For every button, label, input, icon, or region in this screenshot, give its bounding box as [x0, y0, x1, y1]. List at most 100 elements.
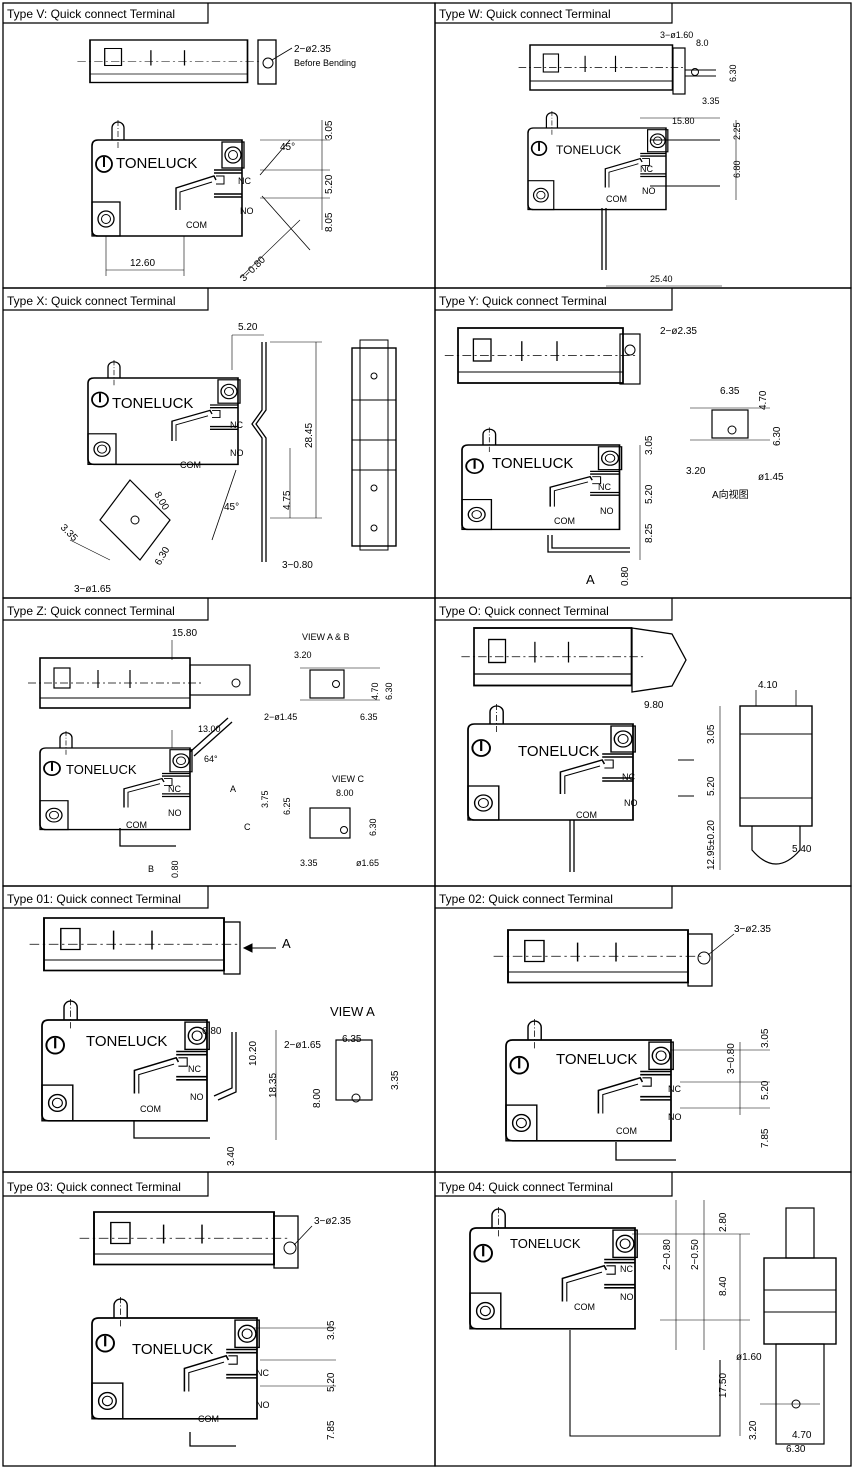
y-com: COM: [554, 516, 575, 526]
y-brand: TONELUCK: [492, 455, 573, 472]
panel-x-drawing: [69, 334, 397, 562]
y-view-label: A向视图: [712, 488, 749, 501]
03-dim-520: 5.20: [326, 1372, 337, 1392]
04-dim-320: 3.20: [748, 1420, 759, 1440]
01-dim-335: 3.35: [390, 1070, 401, 1090]
o-dim-305: 3.05: [706, 724, 717, 744]
v-no: NO: [240, 206, 254, 216]
04-dim-630: 6.30: [786, 1444, 806, 1455]
z-dim-800: 8.00: [336, 788, 354, 798]
panel-03-drawing: [78, 1211, 336, 1447]
panel-01-drawing: [28, 917, 373, 1140]
z-dim-080: 0.80: [170, 860, 180, 878]
z-dim-635: 6.35: [360, 712, 378, 722]
01-arrow-label: A: [282, 936, 291, 951]
x-com: COM: [180, 460, 201, 470]
panel-y-drawing: [443, 327, 770, 560]
04-dim-term1: 2−0.80: [662, 1239, 673, 1270]
panel-title-y: Type Y: Quick connect Terminal: [439, 294, 607, 308]
z-dim-375: 3.75: [260, 790, 270, 808]
z-view-c: VIEW C: [332, 774, 365, 784]
x-no: NO: [230, 448, 244, 458]
x-dim-475: 4.75: [282, 490, 293, 510]
z-nc: NC: [168, 784, 181, 794]
panel-02-drawing: [492, 929, 770, 1161]
y-no: NO: [600, 506, 614, 516]
y-nc: NC: [598, 482, 611, 492]
v-dim-520: 5.20: [324, 174, 335, 194]
01-brand: TONELUCK: [86, 1033, 167, 1050]
04-nc: NC: [620, 1264, 633, 1274]
w-dim-hole: 3−ø1.60: [660, 30, 693, 40]
03-no: NO: [256, 1400, 270, 1410]
03-dim-305: 3.05: [326, 1320, 337, 1340]
01-com: COM: [140, 1104, 161, 1114]
z-label-b: B: [148, 864, 154, 874]
01-view-label: VIEW A: [330, 1004, 375, 1019]
02-dim-785: 7.85: [760, 1128, 771, 1148]
03-dim-hole: 3−ø2.35: [314, 1216, 351, 1227]
01-dim-635: 6.35: [342, 1034, 362, 1045]
panel-title-04: Type 04: Quick connect Terminal: [439, 1180, 613, 1194]
o-dim-540: 5.40: [792, 844, 812, 855]
03-brand: TONELUCK: [132, 1341, 213, 1358]
01-no: NO: [190, 1092, 204, 1102]
04-dim-term2: 2−0.50: [690, 1239, 701, 1270]
z-dim-320: 3.20: [294, 650, 312, 660]
y-dim-635: 6.35: [720, 386, 740, 397]
v-com: COM: [186, 220, 207, 230]
panel-z-drawing: [27, 640, 380, 847]
w-nc: NC: [640, 164, 653, 174]
panel-title-03: Type 03: Quick connect Terminal: [7, 1180, 181, 1194]
x-dim-term: 3−0.80: [282, 560, 313, 571]
y-arrow-label: A: [586, 572, 595, 587]
w-dim-630: 6.30: [728, 64, 738, 82]
z-dim-1580: 15.80: [172, 628, 197, 639]
01-dim-hole: 2−ø1.65: [284, 1040, 321, 1051]
z-dim-1300: 13.00: [198, 724, 221, 734]
x-dim-800: 8.00: [151, 490, 170, 513]
o-dim-980: 9.80: [644, 700, 664, 711]
x-dim-hole: 3−ø1.65: [74, 584, 111, 595]
panel-title-w: Type W: Quick connect Terminal: [439, 7, 611, 21]
03-nc: NC: [256, 1368, 269, 1378]
panel-v-drawing: [76, 39, 330, 279]
y-dim-305: 3.05: [644, 435, 655, 455]
02-dim-305: 3.05: [760, 1028, 771, 1048]
w-dim-335: 3.35: [702, 96, 720, 106]
01-dim-1835: 18.35: [268, 1073, 279, 1098]
v-dim-805: 8.05: [324, 212, 335, 232]
z-view-ab: VIEW A & B: [302, 632, 350, 642]
z-dim-hole: 2−ø1.45: [264, 712, 297, 722]
04-dim-d160: ø1.60: [736, 1352, 762, 1363]
z-com: COM: [126, 820, 147, 830]
z-dim-630: 6.30: [384, 682, 394, 700]
panel-title-o: Type O: Quick connect Terminal: [439, 604, 609, 618]
v-dim-angle: 45°: [280, 142, 295, 153]
v-dim-hole: 2−ø2.35: [294, 44, 331, 55]
panel-o-drawing: [460, 627, 813, 872]
z-dim-630c: 6.30: [368, 818, 378, 836]
z-dim-335: 3.35: [300, 858, 318, 868]
o-brand: TONELUCK: [518, 743, 599, 760]
v-brand: TONELUCK: [116, 155, 197, 172]
02-dim-hole: 3−ø2.35: [734, 924, 771, 935]
o-no: NO: [624, 798, 638, 808]
04-com: COM: [574, 1302, 595, 1312]
y-dim-080: 0.80: [620, 566, 631, 586]
z-dim-angle: 64°: [204, 754, 218, 764]
o-dim-520: 5.20: [706, 776, 717, 796]
panel-title-x: Type X: Quick connect Terminal: [7, 294, 176, 308]
w-dim-225: 2.25: [732, 122, 742, 140]
v-dim-term: 3−0.80: [238, 254, 268, 284]
o-nc: NC: [622, 772, 635, 782]
01-dim-1020: 10.20: [248, 1041, 259, 1066]
panel-title-01: Type 01: Quick connect Terminal: [7, 892, 181, 906]
x-dim-630: 6.30: [153, 545, 172, 568]
03-dim-785: 7.85: [326, 1420, 337, 1440]
v-dim-1260: 12.60: [130, 258, 155, 269]
w-dim-2540: 25.40: [650, 274, 673, 284]
o-dim-1295: 12.95±0.20: [706, 820, 717, 870]
